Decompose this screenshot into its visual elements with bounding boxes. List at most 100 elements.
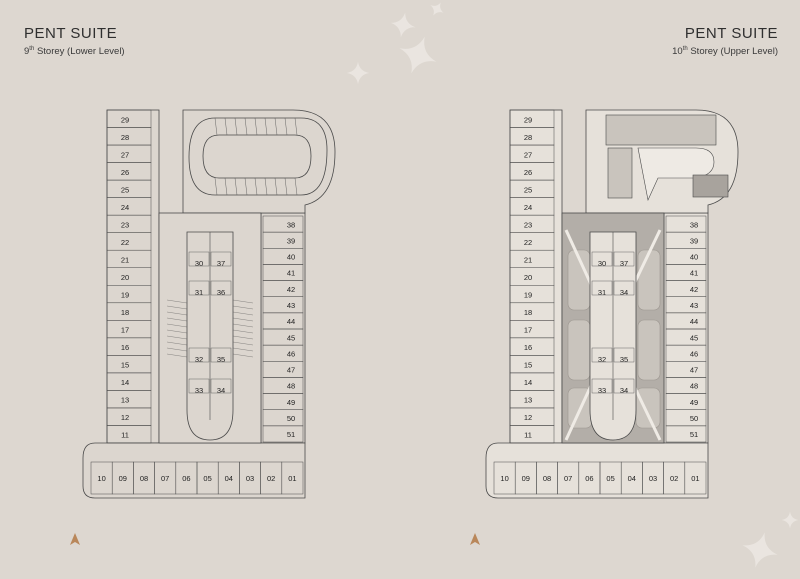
- unit-label: 17: [524, 326, 532, 335]
- unit-label: 08: [543, 474, 551, 483]
- unit-label: 48: [690, 382, 698, 391]
- stair-line: [232, 329, 254, 334]
- core-unit: [210, 280, 232, 296]
- track-stripe: [294, 177, 298, 196]
- track-stripe: [274, 117, 278, 136]
- stair-line: [232, 305, 254, 310]
- unit-label: 25: [524, 185, 532, 194]
- garden-lawn: [635, 387, 661, 429]
- unit-label: 48: [287, 382, 295, 391]
- garden-lawn: [637, 319, 661, 381]
- unit-01-lower: [281, 461, 304, 495]
- unit-label: 46: [690, 349, 698, 358]
- unit-label: 23: [524, 220, 532, 229]
- sparkle-icon: [390, 12, 416, 38]
- unit-label: 34: [620, 288, 628, 297]
- unit-label: 35: [217, 355, 225, 364]
- stair-line: [232, 323, 254, 328]
- unit-label: 12: [121, 413, 129, 422]
- unit-label: 01: [288, 474, 296, 483]
- compass-icon: [470, 533, 480, 545]
- garden-lawn: [637, 249, 661, 311]
- core-unit: [188, 280, 210, 296]
- unit-label: 10: [500, 474, 508, 483]
- unit-label: 41: [287, 269, 295, 278]
- stair-line: [166, 299, 188, 304]
- roof-deck: [607, 147, 633, 199]
- unit-label: 18: [524, 308, 532, 317]
- unit-label: 12: [524, 413, 532, 422]
- unit-label: 29: [524, 115, 532, 124]
- unit-label: 40: [287, 253, 295, 262]
- unit-label: 50: [690, 414, 698, 423]
- unit-label: 17: [121, 326, 129, 335]
- unit-label: 47: [690, 366, 698, 375]
- stair-line: [166, 353, 188, 358]
- right-plan-heading: PENT SUITE 10th Storey (Upper Level): [672, 26, 778, 57]
- unit-label: 05: [203, 474, 211, 483]
- top-amenity-block: [182, 109, 336, 214]
- unit-label: 34: [620, 386, 628, 395]
- unit-51-upper: [665, 425, 707, 443]
- unit-label: 03: [246, 474, 254, 483]
- track-stripe: [284, 177, 288, 196]
- stair-line: [166, 347, 188, 352]
- unit-label: 49: [287, 398, 295, 407]
- unit-label: 14: [121, 378, 129, 387]
- unit-label: 21: [524, 255, 532, 264]
- stair-line: [166, 341, 188, 346]
- core-unit: [210, 378, 232, 394]
- unit-label: 10: [97, 474, 105, 483]
- unit-11-upper: [509, 425, 555, 444]
- unit-label: 22: [524, 238, 532, 247]
- unit-label: 09: [522, 474, 530, 483]
- unit-label: 23: [121, 220, 129, 229]
- unit-label: 13: [524, 396, 532, 405]
- track-stripe: [224, 177, 228, 196]
- unit-label: 02: [670, 474, 678, 483]
- unit-label: 18: [121, 308, 129, 317]
- unit-label: 39: [690, 236, 698, 245]
- unit-label: 26: [121, 168, 129, 177]
- sparkle-decorations: [346, 2, 799, 568]
- unit-label: 25: [121, 185, 129, 194]
- unit-label: 13: [121, 396, 129, 405]
- unit-label: 38: [690, 220, 698, 229]
- track-stripe: [284, 117, 288, 136]
- unit-label: 34: [217, 386, 225, 395]
- unit-label: 46: [287, 349, 295, 358]
- track-stripe: [234, 177, 238, 196]
- unit-label: 11: [524, 431, 532, 440]
- stair-line: [166, 335, 188, 340]
- stair-line: [232, 311, 254, 316]
- unit-label: 04: [225, 474, 233, 483]
- garden-lawn: [567, 319, 591, 381]
- unit-label: 11: [121, 431, 129, 440]
- unit-label: 09: [119, 474, 127, 483]
- sparkle-icon: [346, 61, 370, 85]
- jogging-track: [188, 117, 328, 196]
- right-wing: [260, 212, 306, 444]
- core-unit: [188, 378, 210, 394]
- track-stripe: [234, 117, 238, 136]
- unit-label: 02: [267, 474, 275, 483]
- track-stripe: [214, 177, 218, 196]
- unit-label: 47: [287, 366, 295, 375]
- unit-label: 05: [606, 474, 614, 483]
- unit-label: 43: [287, 301, 295, 310]
- stair-line: [166, 311, 188, 316]
- unit-label: 36: [217, 288, 225, 297]
- track-stripe: [274, 177, 278, 196]
- unit-label: 29: [121, 115, 129, 124]
- track-stripe: [214, 117, 218, 136]
- core-unit: [210, 347, 232, 363]
- unit-label: 20: [524, 273, 532, 282]
- unit-label: 45: [690, 333, 698, 342]
- stair-line: [232, 353, 254, 358]
- unit-label: 40: [690, 253, 698, 262]
- unit-label: 19: [121, 291, 129, 300]
- unit-label: 08: [140, 474, 148, 483]
- right-floor-plan: 2928272625242322212019181716151413121138…: [485, 109, 739, 499]
- stair-line: [232, 341, 254, 346]
- unit-label: 24: [121, 203, 129, 212]
